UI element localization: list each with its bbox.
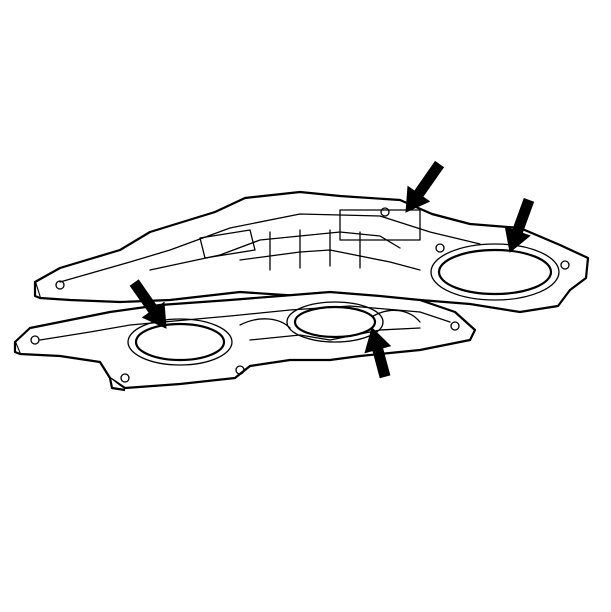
pointer-arrow-icon (405, 160, 445, 213)
gasket-hole (134, 322, 226, 362)
gasket-hole (293, 305, 377, 339)
upper-gasket (33, 190, 590, 314)
lower-gasket (13, 290, 477, 392)
gasket-hole (437, 248, 553, 296)
pointer-arrow-icon (364, 327, 392, 379)
pointer-arrow-icon (504, 197, 535, 253)
pointer-arrow-icon (129, 279, 167, 329)
